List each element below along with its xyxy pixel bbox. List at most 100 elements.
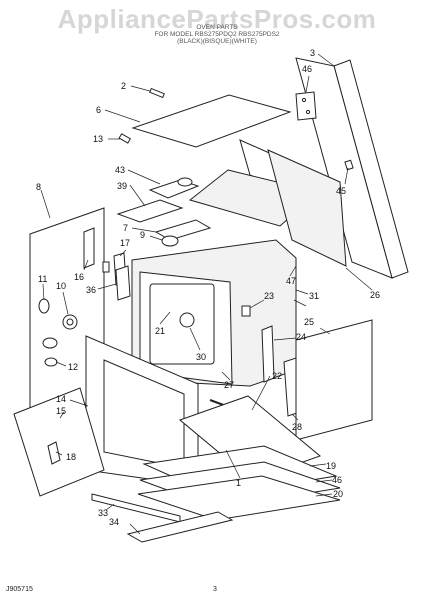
part-small-clip [118, 133, 132, 144]
svg-text:21: 21 [155, 326, 165, 336]
callout-30: 31 [295, 289, 319, 301]
svg-text:14: 14 [56, 394, 66, 404]
svg-text:13: 13 [93, 134, 103, 144]
part-hinge-receiver [115, 265, 131, 301]
part-rear-insulation [267, 149, 347, 267]
svg-text:33: 33 [98, 508, 108, 518]
callout-24: 24 [273, 332, 306, 342]
svg-text:17: 17 [120, 238, 130, 248]
callout-6: 6 [96, 105, 141, 123]
callout-19: 19 [309, 461, 336, 471]
callout-9: 9 [140, 230, 163, 241]
figure-id: J905715 [6, 586, 33, 593]
callout-46 [293, 299, 307, 307]
callout-3: 3 [310, 48, 335, 67]
svg-text:25: 25 [304, 317, 314, 327]
part-clip [149, 87, 165, 99]
svg-text:7: 7 [123, 223, 128, 233]
svg-text:27: 27 [224, 380, 234, 390]
part-small-tab [102, 261, 110, 273]
callout-20: 20 [315, 489, 343, 499]
callout-47: 47 [286, 265, 297, 286]
callout-34: 34 [109, 517, 141, 535]
svg-text:26: 26 [370, 290, 380, 300]
svg-text:3: 3 [310, 48, 315, 58]
callout-21: 21 [155, 311, 171, 336]
model-numbers: FOR MODEL RBS275PDQ2 RBS275PDS2 [154, 31, 280, 38]
svg-text:10: 10 [56, 281, 66, 291]
part-knob-center [66, 318, 74, 326]
svg-text:45: 45 [336, 186, 346, 196]
callout-43: 46 [315, 475, 342, 485]
svg-text:43: 43 [115, 165, 125, 175]
svg-text:24: 24 [296, 332, 306, 342]
part-light-socket [42, 337, 58, 349]
svg-text:19: 19 [326, 461, 336, 471]
svg-text:15: 15 [56, 406, 66, 416]
callout-23: 23 [249, 291, 274, 309]
diagram-title: OVEN PARTS [196, 24, 238, 31]
page-number: 3 [213, 586, 217, 593]
callout-17: 16 [74, 259, 89, 282]
callout-26: 26 [345, 267, 380, 300]
part-hinge-bracket [261, 325, 275, 383]
svg-text:1: 1 [236, 478, 241, 488]
callout-27: 27 [221, 371, 234, 390]
callout-7: 7 [123, 223, 157, 233]
color-variants: (BLACK)(BISQUE)(WHITE) [177, 38, 257, 45]
part-mount-plate [154, 219, 212, 241]
svg-text:18: 18 [66, 452, 76, 462]
part-right-door-panel [295, 319, 373, 441]
part-panel-slot [344, 159, 354, 171]
callout-45: 46 [302, 64, 312, 93]
callout-14: 14 [56, 394, 89, 407]
svg-text:34: 34 [109, 517, 119, 527]
part-bottom-vent [126, 511, 234, 543]
callout-39: 45 [336, 167, 349, 196]
svg-text:16: 16 [74, 272, 84, 282]
part-side-bracket [83, 227, 95, 269]
svg-text:12: 12 [68, 362, 78, 372]
callout-15: 15 [56, 406, 66, 419]
part-grommet [38, 298, 50, 314]
watermark: AppliancePartsPros.com [57, 4, 377, 34]
callout-11: 11 [38, 274, 47, 301]
part-base-rail [137, 475, 341, 521]
part-door-handle [47, 441, 61, 465]
part-outer-door [13, 387, 105, 497]
callout-8: 8 [36, 182, 51, 219]
callout-31: 36 [86, 283, 117, 295]
svg-text:46: 46 [332, 475, 342, 485]
callout-13: 13 [93, 134, 120, 144]
callout-1: 1 [225, 449, 241, 488]
svg-text:31: 31 [309, 291, 319, 301]
part-sensor [241, 305, 251, 317]
svg-text:30: 30 [196, 352, 206, 362]
part-bracket-hole [301, 97, 307, 103]
part-bracket-hole [305, 109, 311, 115]
callout-35: 39 [117, 181, 146, 207]
part-element-fitting [161, 235, 179, 247]
svg-text:9: 9 [140, 230, 145, 240]
svg-text:2: 2 [121, 81, 126, 91]
callout-33: 33 [98, 503, 115, 518]
svg-text:28: 28 [292, 422, 302, 432]
svg-text:20: 20 [333, 489, 343, 499]
svg-text:11: 11 [38, 274, 47, 284]
callout-18: 17 [119, 238, 130, 257]
part-vent-plate [116, 199, 184, 223]
callout-2: 2 [121, 81, 151, 92]
svg-text:39: 39 [117, 181, 127, 191]
svg-text:23: 23 [264, 291, 274, 301]
svg-text:46: 46 [302, 64, 312, 74]
svg-text:22: 22 [272, 371, 282, 381]
svg-text:47: 47 [286, 276, 296, 286]
callout-28: 28 [291, 413, 302, 432]
callout-12: 12 [55, 361, 78, 372]
part-duct-collar [177, 177, 193, 187]
part-bracket [295, 91, 317, 121]
part-right-side-panel-face [295, 57, 393, 279]
part-oven-light-lens [179, 312, 195, 328]
